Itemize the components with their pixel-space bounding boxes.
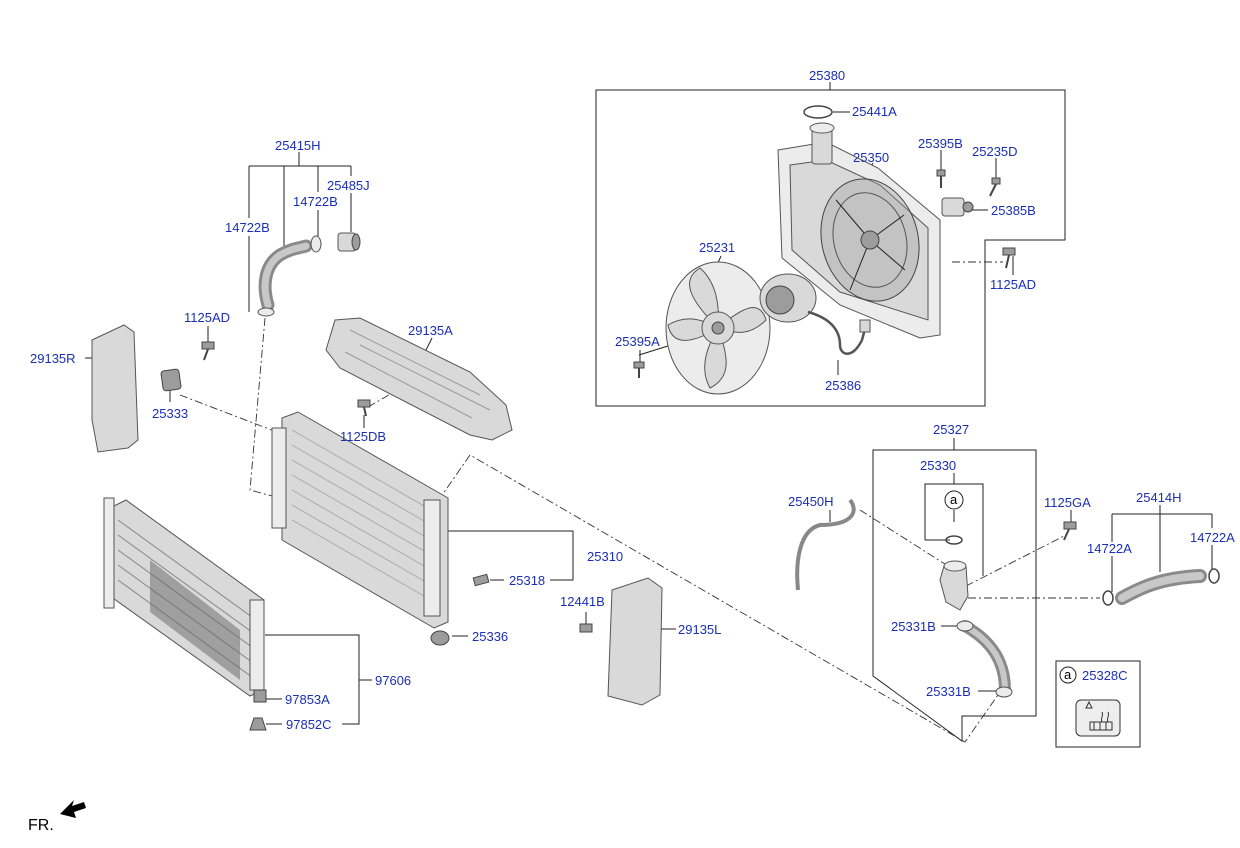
resistor-25385B — [941, 197, 974, 217]
label-29135R[interactable]: 29135R — [30, 351, 76, 366]
label-1125AD-left[interactable]: 1125AD — [184, 310, 230, 325]
mount-25336 — [430, 630, 450, 646]
front-arrow-icon — [60, 800, 86, 818]
label-14722B-a[interactable]: 14722B — [225, 220, 270, 235]
upper-hose — [257, 232, 361, 317]
bolt-1125GA — [1063, 521, 1077, 541]
front-indicator: FR. — [28, 817, 54, 834]
label-25386[interactable]: 25386 — [825, 378, 861, 393]
label-25485J[interactable]: 25485J — [327, 178, 370, 193]
label-25235D[interactable]: 25235D — [972, 144, 1018, 159]
label-25395A[interactable]: 25395A — [615, 334, 660, 349]
ref-a-text-box: a — [1064, 667, 1072, 682]
label-25336[interactable]: 25336 — [472, 629, 508, 644]
label-25328C[interactable]: 25328C — [1082, 668, 1128, 683]
seal-ring — [803, 105, 833, 119]
ref-a-text: a — [950, 492, 958, 507]
label-1125DB[interactable]: 1125DB — [340, 429, 386, 444]
label-25415H[interactable]: 25415H — [275, 138, 321, 153]
label-25310[interactable]: 25310 — [587, 549, 623, 564]
label-97852C[interactable]: 97852C — [286, 717, 332, 732]
routing-lines — [179, 261, 1100, 743]
label-25380[interactable]: 25380 — [809, 68, 845, 83]
condenser — [103, 497, 265, 697]
label-25414H[interactable]: 25414H — [1136, 490, 1182, 505]
housing-assembly-frame — [872, 449, 1037, 742]
label-29135L[interactable]: 29135L — [678, 622, 721, 637]
label-25318[interactable]: 25318 — [509, 573, 545, 588]
air-guard-left — [607, 577, 663, 706]
bracket-25333 — [160, 368, 182, 392]
clip-12441B — [579, 623, 593, 633]
label-25441A[interactable]: 25441A — [852, 104, 897, 119]
label-25395B[interactable]: 25395B — [918, 136, 963, 151]
label-97606[interactable]: 97606 — [375, 673, 411, 688]
air-guard-upper — [325, 317, 513, 441]
label-25331B-a[interactable]: 25331B — [891, 619, 936, 634]
label-25331B-b[interactable]: 25331B — [926, 684, 971, 699]
label-1125GA[interactable]: 1125GA — [1044, 495, 1091, 510]
cap-97852C — [249, 717, 267, 731]
bolt-1125AD-left — [201, 341, 215, 361]
thermostat-housing — [939, 535, 1013, 698]
ref-a-circle — [944, 490, 964, 510]
label-25327[interactable]: 25327 — [933, 422, 969, 437]
part-labels: 25380 25441A 25350 25395B 25235D 25385B … — [28, 68, 1235, 834]
fan-motor — [759, 273, 871, 355]
fan-shroud — [777, 122, 941, 339]
label-25333[interactable]: 25333 — [152, 406, 188, 421]
bolt-25395A — [633, 361, 645, 378]
drain-plug-25318 — [472, 573, 490, 587]
radiator — [271, 411, 449, 629]
label-12441B[interactable]: 12441B — [560, 594, 605, 609]
bolt-1125DB — [357, 399, 371, 417]
label-25330[interactable]: 25330 — [920, 458, 956, 473]
bolt-1125AD-right — [1002, 247, 1016, 269]
overflow-hose — [795, 498, 856, 591]
fan-assembly-frame — [595, 89, 1066, 407]
air-guard-right — [91, 324, 139, 453]
bolt-25395B — [936, 169, 946, 188]
bolt-25235D — [989, 177, 1001, 197]
warning-label-icon — [1075, 699, 1121, 737]
lower-hose — [1102, 568, 1220, 606]
ref-a-circle-box — [1059, 666, 1077, 684]
fan-blade — [665, 261, 771, 395]
label-25231[interactable]: 25231 — [699, 240, 735, 255]
label-29135A[interactable]: 29135A — [408, 323, 453, 338]
label-25350[interactable]: 25350 — [853, 150, 889, 165]
label-14722B-b[interactable]: 14722B — [293, 194, 338, 209]
ref-a-box — [1055, 660, 1141, 748]
label-25385B[interactable]: 25385B — [991, 203, 1036, 218]
label-25450H[interactable]: 25450H — [788, 494, 834, 509]
label-14722A-a[interactable]: 14722A — [1087, 541, 1132, 556]
label-1125AD-right[interactable]: 1125AD — [990, 277, 1036, 292]
label-97853A[interactable]: 97853A — [285, 692, 330, 707]
label-14722A-b[interactable]: 14722A — [1190, 530, 1235, 545]
receiver-cap-97853A — [253, 689, 267, 703]
